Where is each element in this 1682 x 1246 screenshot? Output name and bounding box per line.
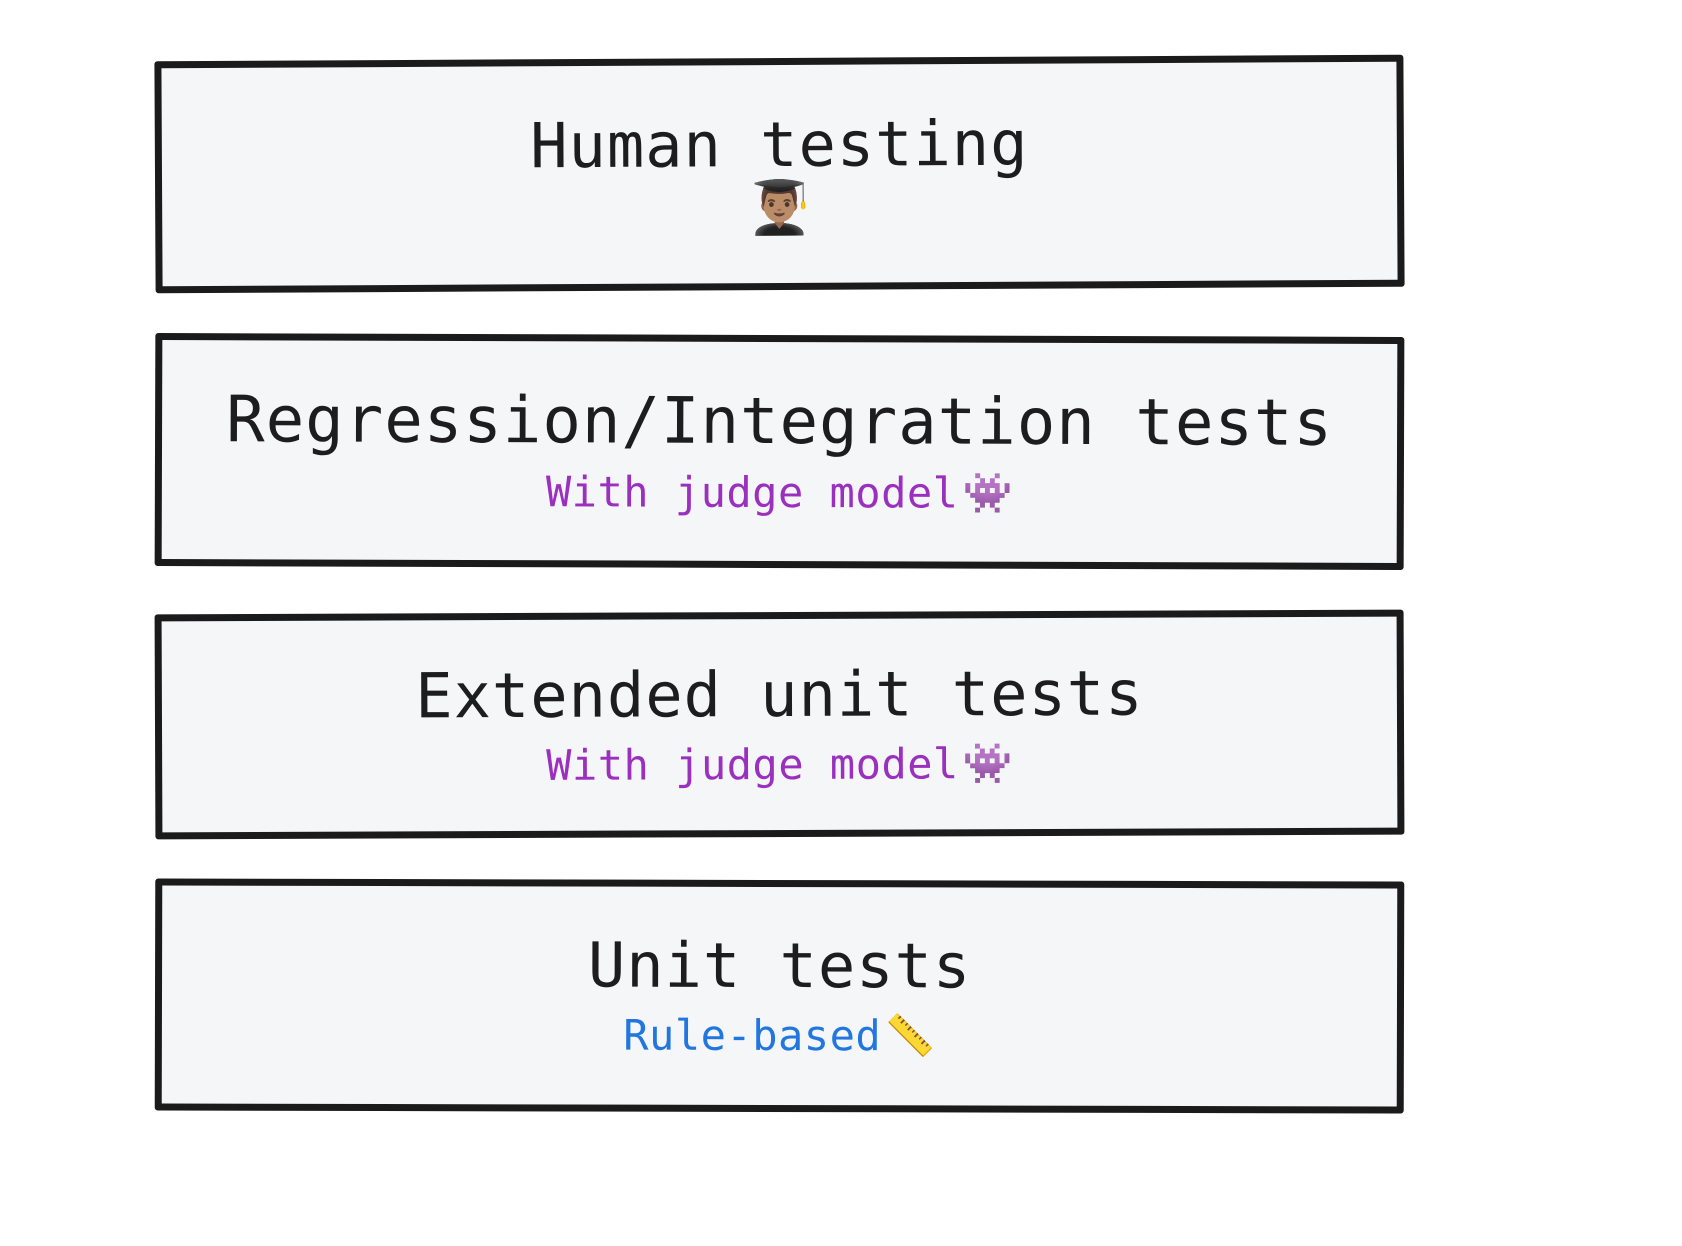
layer-card-unit-tests: Unit tests Rule-based 📏 [154,878,1405,1114]
layer-title-block: Human testing 👨🏽‍🎓 [530,106,1029,239]
layer-title: Human testing [530,106,1029,183]
layer-subtitle: Rule-based 📏 [623,1010,936,1061]
layer-title: Unit tests [587,928,972,1003]
layer-subtitle: With judge model 👾 [546,738,1014,790]
layer-title-text: Regression/Integration tests [226,382,1334,461]
layer-card-human-testing: Human testing 👨🏽‍🎓 [154,54,1405,294]
alien-monster-emoji: 👾 [962,470,1013,517]
layer-card-extended-unit-tests: Extended unit tests With judge model 👾 [154,609,1405,840]
layer-card-body: Extended unit tests With judge model 👾 [162,656,1397,790]
layer-card-body: Regression/Integration tests With judge … [162,382,1397,518]
layer-subtitle-text: With judge model [546,738,959,790]
layer-card-body: Human testing 👨🏽‍🎓 [162,106,1398,239]
layer-title-text: Extended unit tests [415,656,1144,732]
graduate-emoji: 👨🏽‍🎓 [747,177,813,239]
layer-subtitle: With judge model 👾 [545,466,1013,518]
layer-card-regression-integration-tests: Regression/Integration tests With judge … [154,333,1405,570]
layer-subtitle-text: Rule-based [623,1010,882,1061]
straight-ruler-emoji: 📏 [885,1013,936,1060]
layer-title-text: Unit tests [587,928,972,1003]
layer-title: Extended unit tests [415,656,1144,732]
alien-monster-emoji: 👾 [962,740,1014,787]
layer-title-text: Human testing [530,106,1029,183]
layer-title: Regression/Integration tests [226,382,1334,461]
layer-card-body: Unit tests Rule-based 📏 [162,928,1397,1061]
layer-subtitle-text: With judge model [545,466,959,518]
